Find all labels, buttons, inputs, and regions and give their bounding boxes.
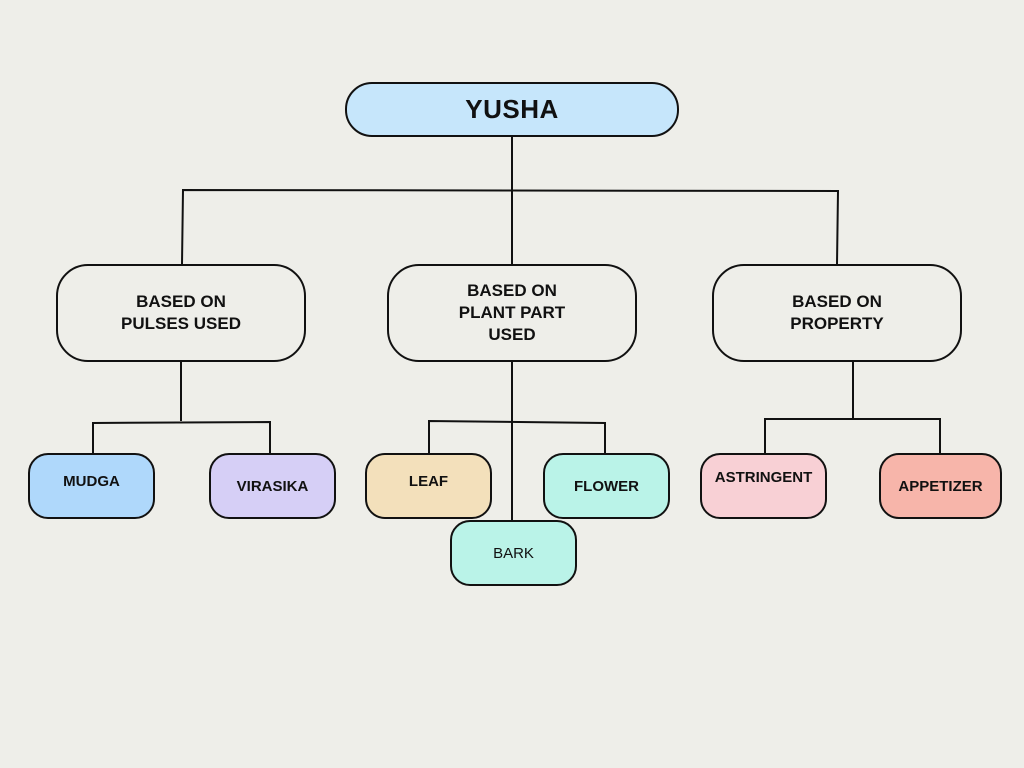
category-label-line: PULSES USED [121, 314, 241, 333]
leaf-label: LEAF [408, 472, 449, 490]
category-label-line: PROPERTY [790, 314, 884, 333]
connector-pulses-bus [92, 420, 271, 453]
category-property: BASED ON PROPERTY [712, 264, 962, 362]
category-label-line: USED [488, 325, 536, 344]
connector-plant-bus [428, 419, 606, 453]
category-label-line: PLANT PART [458, 303, 566, 322]
category-label-line: BASED ON [136, 292, 226, 311]
leaf-node-bark: BARK [450, 520, 577, 586]
leaf-node-mudga: MUDGA [28, 453, 155, 519]
leaf-node-virasika: VIRASIKA [209, 453, 336, 519]
connector-property-bus [764, 418, 941, 453]
category-label-line: BASED ON [467, 281, 557, 300]
leaf-label: MUDGA [63, 472, 120, 490]
leaf-label: BARK [493, 544, 534, 562]
connector-category-bus [181, 188, 840, 265]
leaf-node-flower: FLOWER [543, 453, 670, 519]
leaf-node-leaf: LEAF [365, 453, 492, 519]
leaf-node-astringent: ASTRINGENT [700, 453, 827, 519]
category-pulses-used: BASED ON PULSES USED [56, 264, 306, 362]
category-plant-part-used: BASED ON PLANT PART USED [387, 264, 637, 362]
leaf-label: APPETIZER [898, 477, 983, 495]
leaf-label: ASTRINGENT [714, 468, 813, 486]
category-label-line: BASED ON [792, 292, 882, 311]
leaf-node-appetizer: APPETIZER [879, 453, 1002, 519]
leaf-label: FLOWER [574, 477, 639, 495]
root-label: YUSHA [465, 94, 559, 124]
leaf-label: VIRASIKA [236, 477, 309, 495]
root-node: YUSHA [345, 82, 679, 137]
